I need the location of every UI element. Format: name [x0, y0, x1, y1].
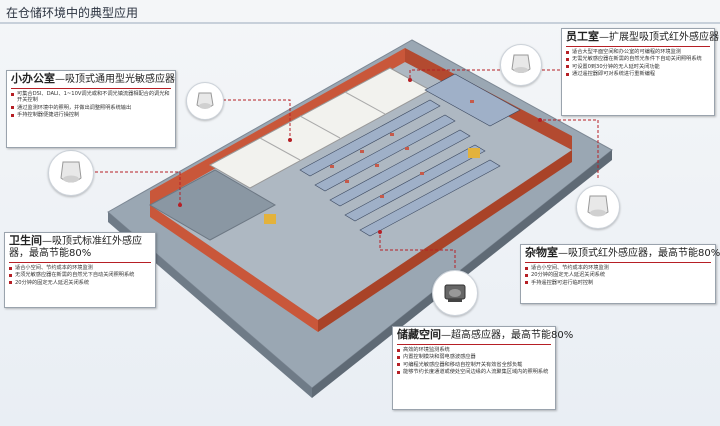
panel-rule: [9, 262, 151, 263]
box: [330, 165, 334, 168]
panel-rule: [397, 344, 551, 345]
list-item: 高效的环境监测系统: [396, 347, 552, 353]
leader-dot: [408, 78, 412, 82]
forklift: [264, 214, 276, 224]
panel-heading: 卫生间—吸顶式标准红外感应器，最高节能80%: [5, 233, 155, 262]
list-item: 通过遥控器即可对系统进行重新编程: [565, 71, 711, 77]
panel-title: 储藏空间: [397, 328, 441, 341]
box: [390, 133, 394, 136]
box: [420, 172, 424, 175]
panel-rule: [525, 262, 711, 263]
box: [360, 150, 364, 153]
feature-list: 高效的环境监测系统 内置控制模块和弱电感波感应器 可编程光敏感应器和移动自控制开…: [393, 347, 555, 379]
restroom-panel: 卫生间—吸顶式标准红外感应器，最高节能80% 适合小空间、节约成本的环境监测 无…: [4, 232, 156, 308]
leader-dot: [178, 203, 182, 207]
panel-heading: 员工室—扩展型吸顶式红外感应器: [562, 29, 719, 46]
box: [470, 100, 474, 103]
front-wall-left: [150, 205, 318, 332]
ceiling-sensor-icon: [186, 82, 224, 120]
feature-list: 可集合DSI、DALI、1~10V调光或和不调光镇流器相配合的调光和开关控制 通…: [7, 91, 175, 122]
office-partition: [259, 137, 301, 161]
restroom-block: [148, 169, 277, 241]
rack: [299, 99, 441, 177]
front-wall-right: [318, 150, 572, 332]
ceiling-sensor-icon: [500, 44, 542, 86]
leader-small-office: [218, 99, 291, 140]
box: [345, 180, 349, 183]
leader-dot: [378, 230, 382, 234]
panel-title: 小办公室: [11, 72, 55, 85]
leader-dot: [288, 138, 292, 142]
rack: [359, 159, 501, 237]
rack: [329, 129, 471, 207]
high-bay-sensor-icon: [432, 270, 478, 316]
list-item: 适合小空间、节约成本的环境监测: [524, 265, 712, 271]
page-title: 在仓储环境中的典型应用: [6, 6, 139, 20]
panel-title: 员工室: [566, 30, 599, 43]
leader-dot: [538, 118, 542, 122]
office-partition: [299, 115, 341, 139]
box: [375, 164, 379, 167]
list-item: 手持遥控器可进行临时控制: [524, 280, 712, 286]
panel-title: 卫生间: [9, 234, 42, 247]
list-item: 无需光敏感应器在新需的自然光条件下自动关闭照明系统: [565, 56, 711, 62]
storage-room-panel: 杂物室—吸顶式红外感应器，最高节能80% 适合小空间、节约成本的环境监测 20分…: [520, 244, 720, 304]
list-item: 可设置0到30分钟的无人延时关闭功能: [565, 64, 711, 70]
leader-storage-room: [540, 119, 599, 178]
feature-list: 适合小空间、节约成本的环境监测 20分钟的固定无人延迟关闭系统 手持遥控器可进行…: [521, 265, 715, 289]
panel-subtitle: —吸顶式标准红外感应器，最高节能80%: [9, 236, 142, 259]
list-item: 可编程光敏感应器和移动自控制开关有效省全部负载: [396, 362, 552, 368]
panel-heading: 小办公室—吸顶式通用型光敏感应器: [7, 71, 175, 88]
list-item: 适合大型平面空间和办公室的可编程的环境监测: [565, 49, 711, 55]
panel-heading: 杂物室—吸顶式红外感应器，最高节能80%: [521, 245, 720, 262]
list-item: 20分钟的固定无人延迟关闭系统: [524, 272, 712, 278]
ceiling-sensor-icon: [48, 150, 94, 196]
rack: [314, 114, 456, 192]
box: [405, 147, 409, 150]
storage-space-panel: 储藏空间—超高感应器，最高节能80% 高效的环境监测系统 内置控制模块和弱电感波…: [392, 326, 573, 410]
panel-rule: [11, 88, 171, 89]
panel-title: 杂物室: [525, 246, 558, 259]
list-item: 可集合DSI、DALI、1~10V调光或和不调光镇流器相配合的调光和开关控制: [10, 91, 172, 104]
list-item: 无须光敏感应器在新需的自然光下自动关闭照明系统: [8, 272, 152, 278]
office-partition: [344, 91, 386, 115]
rack-boxes: [330, 100, 474, 198]
panel-subtitle: —扩展型吸顶式红外感应器: [599, 32, 719, 43]
slab-edge: [108, 212, 312, 398]
panel-subtitle: —吸顶式通用型光敏感应器: [55, 74, 175, 85]
panel-rule: [566, 46, 710, 47]
title-divider: [0, 22, 720, 24]
panel-subtitle: —超高感应器，最高节能80%: [441, 330, 574, 341]
storage-racks: [299, 73, 521, 237]
rack: [344, 144, 486, 222]
forklift: [468, 148, 480, 158]
small-office-panel: 小办公室—吸顶式通用型光敏感应器 可集合DSI、DALI、1~10V调光或和不调…: [6, 70, 176, 148]
panel-heading: 储藏空间—超高感应器，最高节能80%: [393, 327, 573, 344]
panel-subtitle: —吸顶式红外感应器，最高节能80%: [558, 248, 720, 259]
leader-restroom: [90, 171, 181, 205]
list-item: 20分钟的固定无人延迟关闭系统: [8, 280, 152, 286]
box: [380, 195, 384, 198]
list-item: 内置控制模块和弱电感波感应器: [396, 354, 552, 360]
list-item: 适合小空间、节约成本的环境监测: [8, 265, 152, 271]
list-item: 通过监测环境中的照明，并做出调整照明系统输出: [10, 105, 172, 111]
leader-dots: [178, 78, 542, 234]
list-item: 手持控制器便捷进行操控制: [10, 112, 172, 118]
feature-list: 适合大型平面空间和办公室的可编程的环境监测 无需光敏感应器在新需的自然光条件下自…: [562, 49, 714, 81]
leader-lines: [90, 69, 599, 268]
feature-list: 适合小空间、节约成本的环境监测 无须光敏感应器在新需的自然光下自动关闭照明系统 …: [5, 265, 155, 289]
ceiling-sensor-icon: [576, 185, 620, 229]
leader-storage-space: [379, 232, 456, 268]
staff-room-panel: 员工室—扩展型吸顶式红外感应器 适合大型平面空间和办公室的可编程的环境监测 无需…: [561, 28, 719, 116]
list-item: 能够节约长度通道或使处空间边缘的人流聚集区域内的照明系统: [396, 369, 552, 375]
